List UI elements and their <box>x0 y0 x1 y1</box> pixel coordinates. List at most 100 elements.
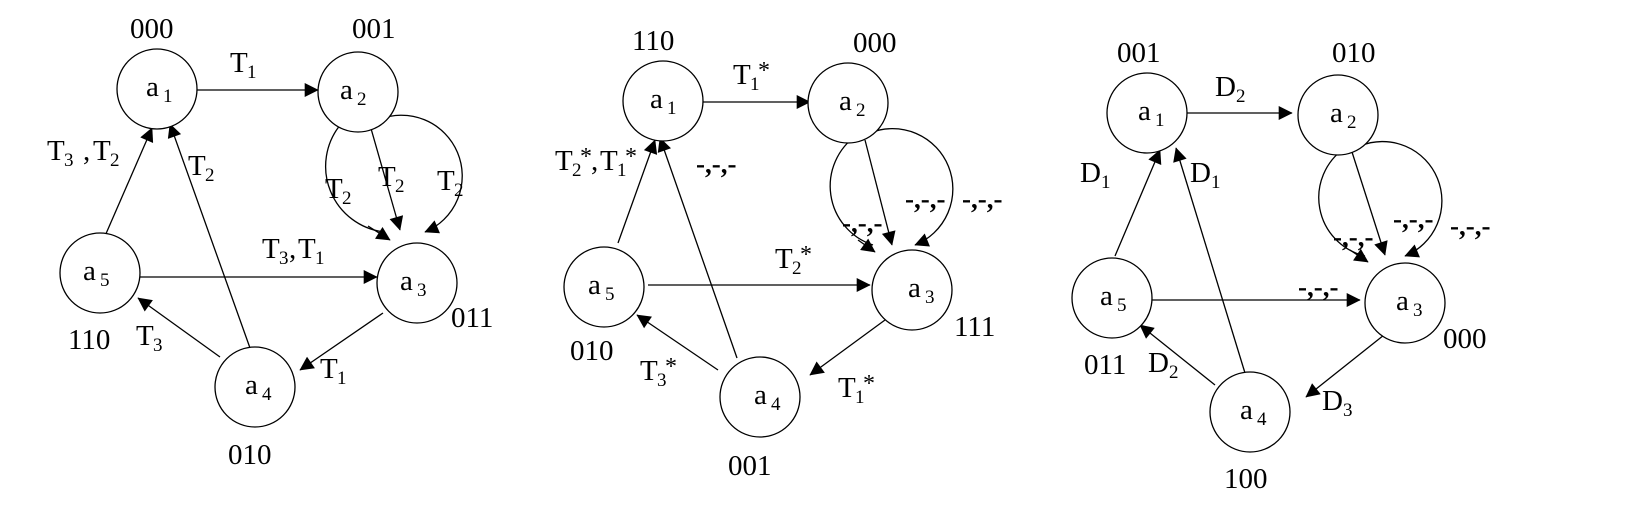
label-a1-a2: D 2 <box>1215 71 1246 107</box>
edge-a5-a1 <box>1114 149 1162 257</box>
svg-text:1: 1 <box>750 74 760 95</box>
svg-text:2: 2 <box>342 188 352 209</box>
svg-text:*: * <box>758 58 770 84</box>
svg-text:D: D <box>1215 71 1236 103</box>
node-letter: a <box>146 71 159 103</box>
svg-text:*: * <box>580 144 592 170</box>
node-a5: a 5 011 <box>1071 257 1153 381</box>
edge-a4-a1 <box>167 123 251 349</box>
node-letter: a <box>1330 97 1343 129</box>
state-graph-3: a 1 001 a 2 010 a 3 000 a 4 100 a 5 011 <box>1071 37 1490 495</box>
edge-a4-a1 <box>1173 147 1246 374</box>
svg-text:T: T <box>262 233 280 265</box>
node-subscript: 1 <box>1155 110 1165 131</box>
label-a5-a1: T 3 , T 2 <box>47 135 120 171</box>
label-a3-a4: T 1 <box>320 353 347 389</box>
node-a4: a 4 010 <box>214 346 296 471</box>
svg-text:D: D <box>1190 157 1211 189</box>
node-a1: a 1 000 <box>116 13 198 130</box>
label-a5-a3: T 3 , T 1 <box>262 233 325 269</box>
node-subscript: 1 <box>163 86 173 107</box>
svg-text:,: , <box>591 145 598 177</box>
node-letter: a <box>340 74 353 106</box>
node-code: 011 <box>1084 349 1126 381</box>
svg-text:T: T <box>775 243 793 275</box>
svg-text:3: 3 <box>153 335 163 356</box>
svg-text:*: * <box>800 242 812 268</box>
node-code: 000 <box>853 27 897 59</box>
node-letter: a <box>908 272 921 304</box>
svg-text:T: T <box>325 173 343 205</box>
node-subscript: 5 <box>1117 295 1127 316</box>
svg-text:2: 2 <box>205 165 215 186</box>
node-a2: a 2 000 <box>807 27 897 144</box>
node-code: 011 <box>451 302 493 334</box>
node-letter: a <box>839 85 852 117</box>
node-letter: a <box>650 83 663 115</box>
svg-text:*: * <box>863 371 875 397</box>
svg-text:D: D <box>1322 385 1343 417</box>
label-a4-a5: T 3 * <box>640 354 677 391</box>
node-letter: a <box>83 255 96 287</box>
svg-text:T: T <box>188 150 206 182</box>
svg-text:1: 1 <box>1211 172 1221 193</box>
node-code: 100 <box>1224 463 1268 495</box>
label-a3-a4: D 3 <box>1322 385 1353 421</box>
node-letter: a <box>588 269 601 301</box>
node-code: 001 <box>1117 37 1161 69</box>
svg-text:T: T <box>555 145 573 177</box>
node-a1: a 1 001 <box>1106 37 1188 154</box>
svg-text:2: 2 <box>572 160 582 181</box>
node-letter: a <box>1138 95 1151 127</box>
edge-a2-a3-inner <box>864 139 896 246</box>
node-a5: a 5 110 <box>59 232 141 356</box>
svg-text:T: T <box>378 161 396 193</box>
svg-text:1: 1 <box>617 160 627 181</box>
node-letter: a <box>1396 285 1409 317</box>
node-a2: a 2 001 <box>317 13 399 133</box>
svg-text:1: 1 <box>315 248 325 269</box>
svg-text:T: T <box>298 233 316 265</box>
label-a4-a5: T 3 <box>136 320 163 356</box>
node-a1: a 1 110 <box>622 25 704 142</box>
edge-a2-a3-inner <box>369 124 404 231</box>
node-a3: a 3 011 <box>376 242 493 334</box>
label-a4-a1: -,-,- <box>696 149 736 179</box>
node-subscript: 4 <box>771 394 781 415</box>
svg-text:T: T <box>600 145 618 177</box>
svg-text:2: 2 <box>110 150 120 171</box>
node-a5: a 5 010 <box>563 246 645 367</box>
node-code: 000 <box>130 13 174 45</box>
svg-text:3: 3 <box>64 150 74 171</box>
label-a2-a3-mid: -,-,- <box>905 184 945 214</box>
node-subscript: 3 <box>417 280 427 301</box>
svg-text:2: 2 <box>454 180 464 201</box>
node-subscript: 2 <box>1347 112 1357 133</box>
node-subscript: 1 <box>667 98 677 119</box>
edge-a5-a1 <box>617 139 658 244</box>
label-a5-a3: T 2 * <box>775 242 812 279</box>
node-a4: a 4 100 <box>1209 371 1291 495</box>
node-subscript: 4 <box>1257 409 1267 430</box>
svg-text:3: 3 <box>1343 400 1353 421</box>
label-a5-a1: T 2 * , T 1 * <box>555 144 637 181</box>
svg-text:3: 3 <box>657 370 667 391</box>
node-a4: a 4 001 <box>719 356 801 482</box>
svg-text:1: 1 <box>855 387 865 408</box>
edge-a3-a4 <box>299 312 384 371</box>
node-code: 001 <box>352 13 396 45</box>
label-a5-a1: D 1 <box>1080 157 1111 193</box>
node-letter: a <box>754 379 767 411</box>
node-code: 010 <box>1332 37 1376 69</box>
svg-text:T: T <box>437 165 455 197</box>
svg-text:2: 2 <box>395 176 405 197</box>
state-graph-1: a 1 000 a 2 001 a 3 011 a 4 010 a 5 110 <box>47 13 493 471</box>
node-subscript: 5 <box>100 270 110 291</box>
edge-a3-a4 <box>809 319 886 376</box>
edge-a5-a1 <box>104 127 154 237</box>
svg-text:2: 2 <box>792 258 802 279</box>
label-a3-a4: T 1 * <box>838 371 875 408</box>
svg-text:T: T <box>47 135 65 167</box>
label-a4-a1: D 1 <box>1190 157 1221 193</box>
